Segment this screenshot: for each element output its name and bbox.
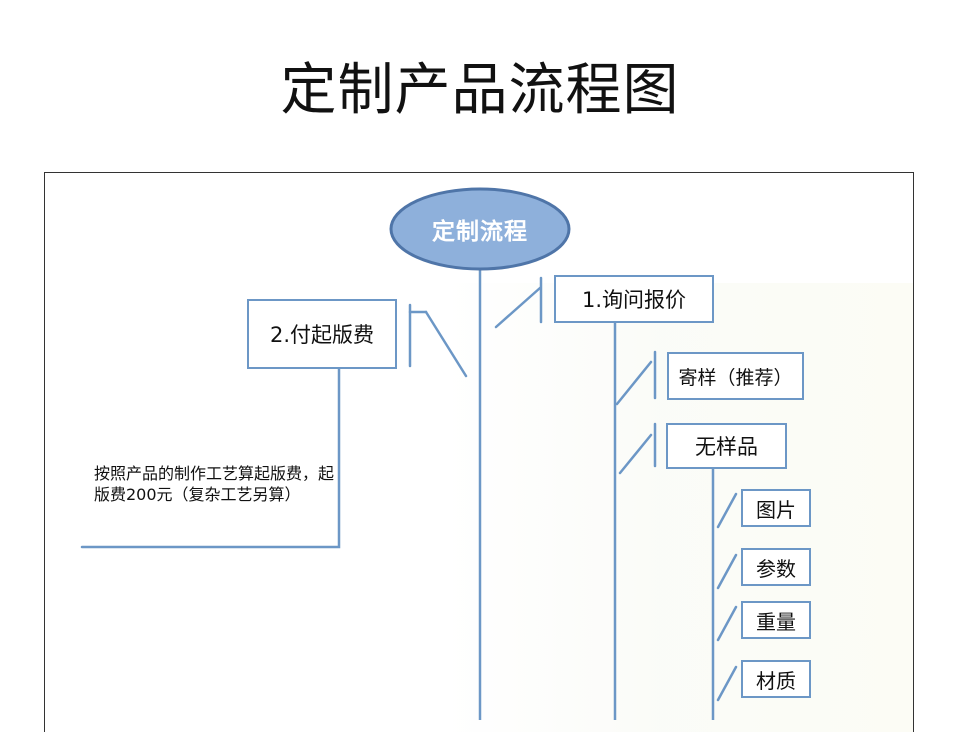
no-sample-item: 重量 — [741, 601, 811, 639]
step-plate-fee: 2.付起版费 — [247, 299, 397, 369]
connector-nosample-diag — [618, 433, 653, 475]
step-no-sample: 无样品 — [666, 423, 787, 469]
connector-item-2 — [716, 553, 738, 590]
no-sample-item: 图片 — [741, 489, 811, 527]
connector-platefee-diag — [424, 310, 468, 378]
no-sample-item: 参数 — [741, 548, 811, 586]
connector-sample-diag — [615, 360, 653, 406]
step-inquiry: 1.询问报价 — [554, 275, 714, 323]
connector-item-3 — [716, 605, 738, 642]
connector-inquiry-diag — [494, 286, 542, 329]
connector-item-1 — [716, 492, 738, 529]
page-title: 定制产品流程图 — [280, 58, 680, 123]
root-ellipse — [389, 187, 571, 271]
root-label: 定制流程 — [432, 219, 528, 245]
plate-fee-note: 按照产品的制作工艺算起版费，起版费200元（复杂工艺另算） — [94, 464, 335, 504]
connector-item-4 — [716, 665, 738, 702]
connector-note — [80, 366, 341, 549]
step-send-sample: 寄样（推荐） — [667, 352, 804, 400]
no-sample-item: 材质 — [741, 660, 811, 698]
